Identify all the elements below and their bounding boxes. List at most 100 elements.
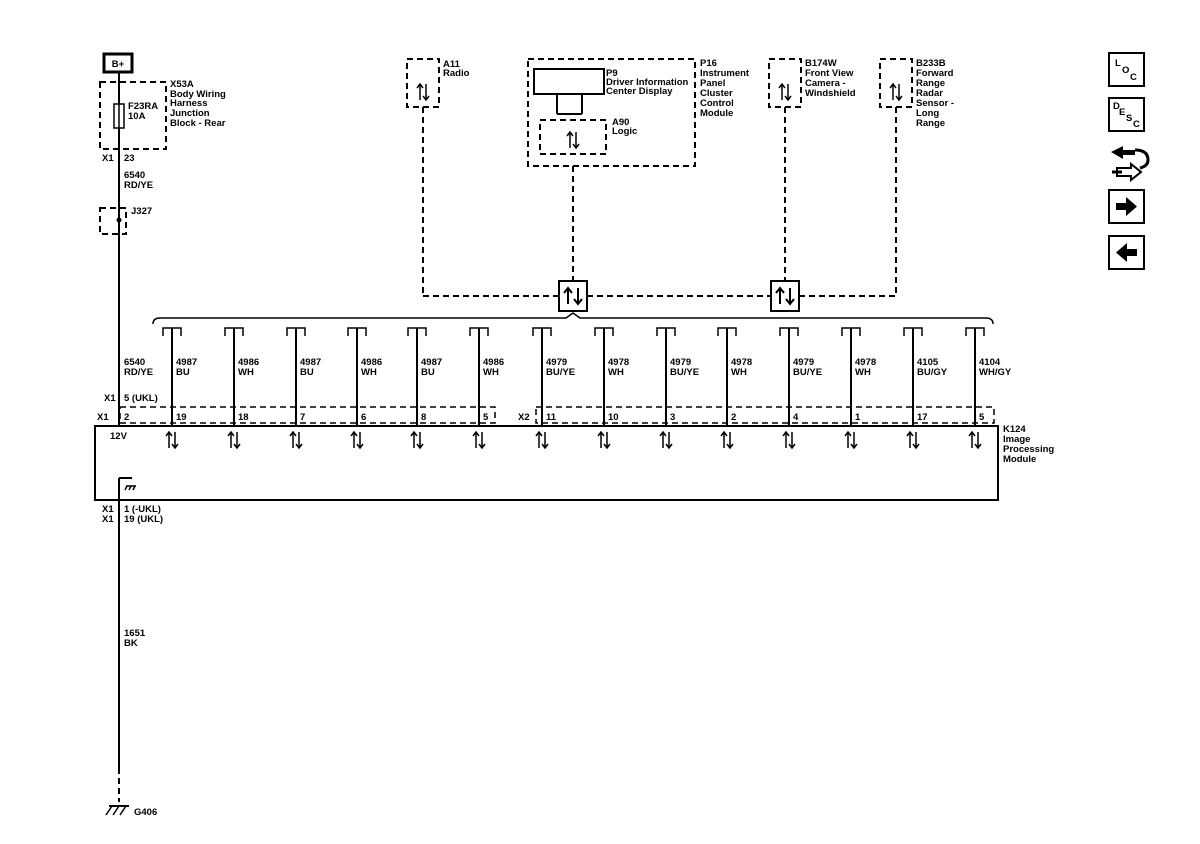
desc-letter-e: E: [1119, 107, 1125, 118]
wire-color: WH: [608, 367, 624, 378]
bidirectional-arrow-icon: [227, 430, 241, 450]
ground-conn-1: X1: [102, 504, 114, 515]
wire-top-circuit: 6540: [124, 170, 145, 181]
ground-wire-circuit: 1651: [124, 628, 146, 639]
connector-x1-upper: X1 5 (UKL) X1 2 X2: [97, 393, 995, 424]
wire-pin: 7: [300, 412, 305, 423]
fuse-block-desc-2: Harness: [170, 98, 208, 109]
desc-letter-s: S: [1126, 113, 1132, 124]
data-wires: 4987BU194986WH184987BU74986WH64987BU8498…: [162, 327, 1012, 450]
logic-name: Logic: [612, 126, 637, 137]
loc-letter-l: L: [1115, 58, 1121, 69]
ground-conn-2: X1: [102, 514, 114, 525]
wire-color: WH: [731, 367, 747, 378]
upper-conn-pin: 5 (UKL): [124, 393, 158, 404]
data-link-icon: [558, 280, 588, 312]
front-camera: B174W Front View Camera - Windshield: [768, 58, 856, 108]
bidirectional-arrow-icon: [659, 430, 673, 450]
fuse-pin: 23: [124, 153, 135, 164]
fuse-block-desc-3: Junction: [170, 108, 210, 119]
ground-wire-color: BK: [124, 638, 138, 649]
description-button[interactable]: D E S C: [1108, 97, 1145, 132]
bidirectional-arrow-icon: [782, 430, 796, 450]
wire-circuit: 4978: [855, 357, 876, 368]
wire-pin: 17: [917, 412, 928, 423]
logic-ref: A90: [612, 117, 629, 128]
logic-block: [539, 119, 607, 155]
radar-ref: B233B: [916, 58, 946, 69]
cluster-name-4: Control: [700, 98, 734, 109]
bidirectional-arrow-icon: [906, 430, 920, 450]
wire-pin: 5: [483, 412, 489, 423]
module-name-1: Image: [1003, 434, 1030, 445]
fuse-block-desc-4: Block - Rear: [170, 118, 226, 129]
bidirectional-arrow-icon: [778, 82, 792, 102]
bidirectional-arrow-icon: [535, 430, 549, 450]
bidirectional-arrow-icon: [165, 430, 179, 450]
desc-letter-d: D: [1113, 101, 1120, 112]
wire-color: BU: [176, 367, 190, 378]
serial-data-network: [422, 107, 897, 312]
wire-circuit: 4978: [731, 357, 752, 368]
fuse-block-desc-1: Body Wiring: [170, 89, 226, 100]
wire-color: WH: [361, 367, 377, 378]
radio-name: Radio: [443, 68, 470, 79]
wire-circuit: 4979: [670, 357, 691, 368]
bidirectional-arrow-icon: [289, 430, 303, 450]
wire-pin: 3: [670, 412, 675, 423]
wire-circuit: 4978: [608, 357, 629, 368]
image-processing-module: 12V K124 Image Processing Module: [94, 424, 1054, 501]
ground-pin-2: 19 (UKL): [124, 514, 163, 525]
wire-circuit: 4979: [546, 357, 567, 368]
cluster-ref: P16: [700, 58, 717, 69]
power-pin: 2: [124, 412, 129, 423]
x2-label: X2: [518, 412, 530, 423]
location-button[interactable]: L O C: [1108, 52, 1145, 87]
wire-pin: 6: [361, 412, 366, 423]
wire-circuit: 4104: [979, 357, 1001, 368]
display-ref: P9: [606, 68, 618, 79]
next-page-button[interactable]: [1108, 189, 1145, 224]
power-label-12v: 12V: [110, 431, 128, 442]
radar-name-6: Range: [916, 118, 945, 129]
wire-circuit: 4987: [176, 357, 197, 368]
display-name-2: Center Display: [606, 86, 673, 97]
radar-sensor: B233B Forward Range Radar Sensor - Long …: [879, 58, 954, 129]
x1-label: X1: [97, 412, 109, 423]
tools-button[interactable]: [1111, 146, 1150, 183]
radar-name-5: Long: [916, 108, 939, 119]
wire-circuit: 4986: [361, 357, 382, 368]
cluster-name-1: Instrument: [700, 68, 750, 79]
desc-letter-c: C: [1133, 119, 1140, 130]
wire-pin: 18: [238, 412, 249, 423]
bidirectional-arrow-icon: [416, 82, 430, 102]
wire-circuit: 4986: [238, 357, 259, 368]
radar-name-4: Sensor -: [916, 98, 954, 109]
module-ref: K124: [1003, 424, 1026, 435]
bidirectional-arrow-icon: [844, 430, 858, 450]
wire-color: BU/YE: [670, 367, 699, 378]
arrow-right-icon: [1116, 197, 1137, 216]
display-name-1: Driver Information: [606, 77, 689, 88]
radar-name-2: Range: [916, 78, 945, 89]
display-symbol: [533, 68, 605, 95]
previous-page-button[interactable]: [1108, 235, 1145, 270]
wire-pin: 10: [608, 412, 619, 423]
module-name-2: Processing: [1003, 444, 1054, 455]
wire-pin: 5: [979, 412, 985, 423]
internal-ground-icon: [118, 477, 136, 500]
wire-pin: 1: [855, 412, 861, 423]
ground-ref: G406: [134, 807, 157, 818]
bidirectional-arrow-icon: [350, 430, 364, 450]
power-source: B+: [102, 52, 134, 74]
